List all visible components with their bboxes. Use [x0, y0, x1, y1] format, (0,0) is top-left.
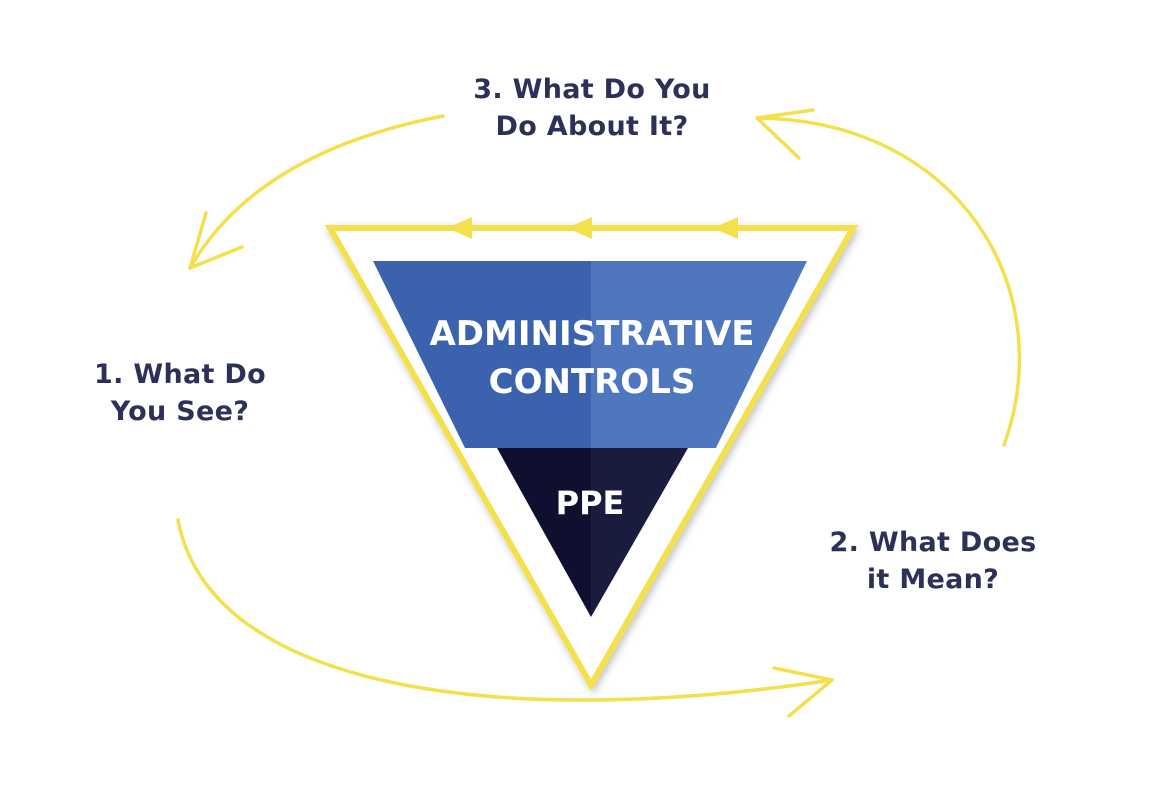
dash-arrowhead-1 [447, 217, 472, 239]
arrowhead-top-left [188, 211, 244, 270]
step-1-label: 1. What Do You See? [60, 356, 300, 430]
arrowhead-right [755, 108, 815, 160]
ppe-tier-right [591, 448, 688, 617]
step-3-line-1: 3. What Do You [473, 74, 711, 105]
step-1-line-1: 1. What Do [94, 359, 266, 390]
arc-top-left [188, 114, 445, 270]
ppe-tier [497, 448, 688, 617]
arc-right [755, 116, 1021, 447]
admin-tier-line-2: CONTROLS [488, 362, 696, 402]
admin-tier-right [591, 261, 807, 448]
circular-arrow-icon [176, 108, 1021, 718]
step-2-line-1: 2. What Does [829, 527, 1037, 558]
dashed-arrow-left-icon [360, 217, 850, 239]
step-3-line-2: Do About It? [495, 111, 689, 142]
arc-bottom [176, 518, 834, 702]
step-2-line-2: it Mean? [866, 564, 1000, 595]
arrowhead-bottom [772, 666, 834, 718]
step-1-line-2: You See? [110, 396, 250, 427]
step-2-label: 2. What Does it Mean? [798, 524, 1068, 598]
admin-tier-label: ADMINISTRATIVE CONTROLS [392, 310, 792, 406]
admin-tier-left [373, 261, 591, 448]
ppe-tier-left [497, 448, 591, 617]
ppe-tier-label: PPE [555, 484, 625, 522]
dash-arrowhead-2 [567, 217, 592, 239]
admin-tier [373, 261, 807, 448]
step-3-label: 3. What Do You Do About It? [432, 71, 752, 145]
dash-arrowhead-3 [713, 217, 738, 239]
admin-tier-line-1: ADMINISTRATIVE [429, 314, 755, 354]
